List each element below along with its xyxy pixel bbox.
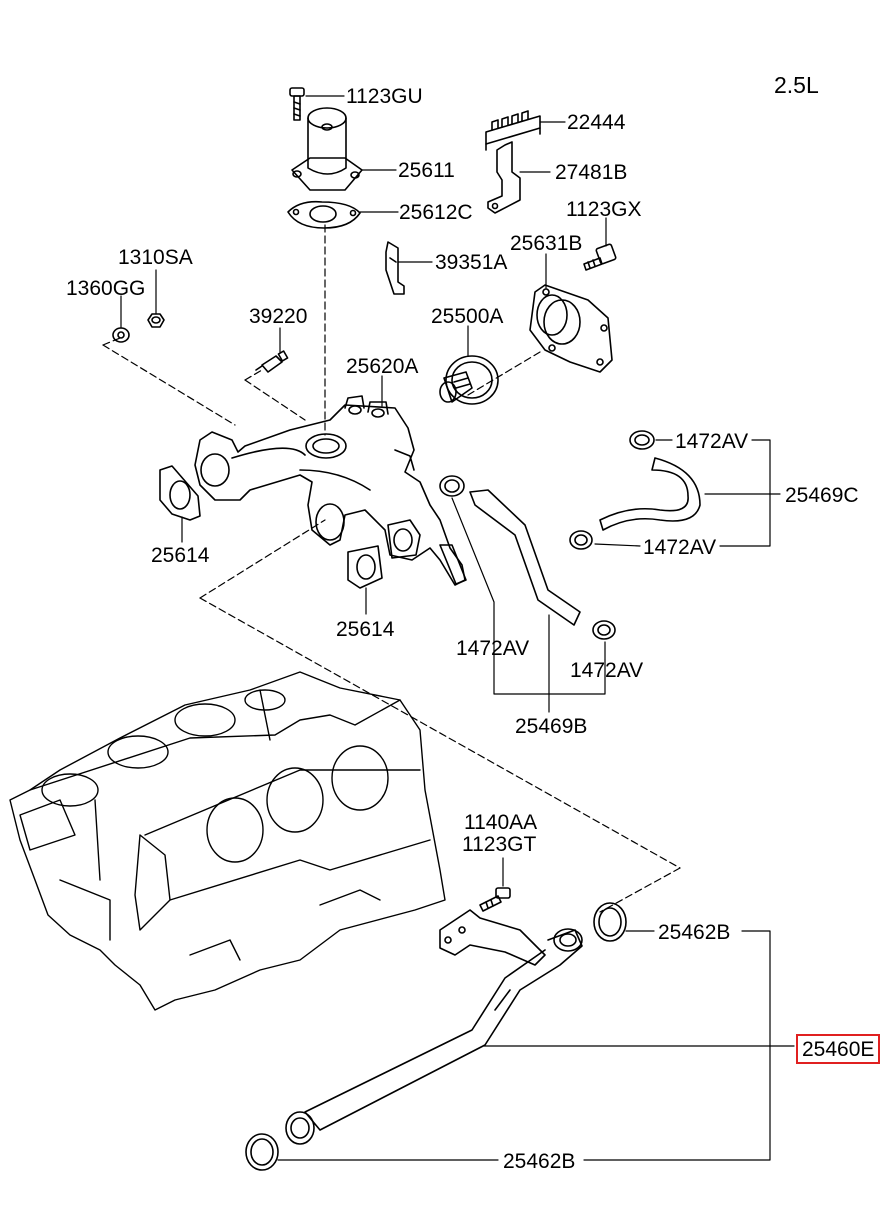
- label-oring-upper: 25462B: [658, 921, 731, 944]
- leader-lines: [120, 95, 795, 1161]
- label-oring-lower: 25462B: [503, 1150, 576, 1173]
- gasket-mid: [347, 545, 383, 589]
- label-clamp-lower-right: 1472AV: [643, 536, 717, 559]
- thermostat: [439, 355, 499, 405]
- connector: [485, 110, 541, 151]
- label-bolt-pipe-2: 1123GT: [462, 833, 537, 856]
- outlet-fitting: [291, 107, 363, 191]
- label-clamp-upper-right: 1472AV: [675, 430, 749, 453]
- label-gasket-left: 25614: [151, 544, 210, 567]
- clip: [385, 241, 405, 295]
- label-bolt-right: 1123GX: [566, 198, 642, 221]
- thermostat-cover: [529, 284, 613, 373]
- label-bolt-pipe-1: 1140AA: [464, 811, 538, 834]
- label-thermostat-cover: 25631B: [510, 232, 583, 255]
- water-pipe: [245, 902, 627, 1171]
- label-hose-mid: 25469B: [515, 715, 588, 738]
- label-washer: 1310SA: [118, 246, 193, 269]
- label-outlet-fitting: 25611: [398, 159, 455, 182]
- label-pipe-highlighted[interactable]: 25460E: [796, 1034, 881, 1064]
- label-clamp-mid-right: 1472AV: [570, 659, 644, 682]
- hose-right: [569, 430, 701, 550]
- label-hose-right: 25469C: [785, 484, 859, 507]
- label-clamp-mid-left: 1472AV: [456, 637, 530, 660]
- label-thermostat: 25500A: [431, 305, 504, 328]
- bolt-right: [583, 243, 617, 271]
- inlet-fitting: [194, 395, 467, 586]
- label-outlet-gasket: 25612C: [399, 201, 473, 224]
- outlet-gasket: [287, 200, 361, 229]
- dashed-guides: [102, 224, 681, 913]
- hose-mid: [439, 475, 616, 640]
- label-clip: 39351A: [435, 251, 508, 274]
- label-gasket-mid: 25614: [336, 618, 395, 641]
- bracket: [487, 141, 521, 214]
- label-sensor: 39220: [249, 305, 308, 328]
- engine-label: 2.5L: [774, 72, 819, 98]
- label-inlet-fitting: 25620A: [346, 355, 419, 378]
- sensor: [255, 350, 289, 373]
- label-bracket: 27481B: [555, 161, 628, 184]
- label-connector: 22444: [567, 111, 626, 134]
- engine-block: [9, 671, 446, 1011]
- bolt-top: [289, 87, 305, 121]
- gasket-left: [159, 465, 201, 521]
- bolt-pipe: [479, 887, 511, 912]
- label-bolt-top: 1123GU: [346, 85, 423, 108]
- label-gasket-small: 1360GG: [66, 277, 146, 300]
